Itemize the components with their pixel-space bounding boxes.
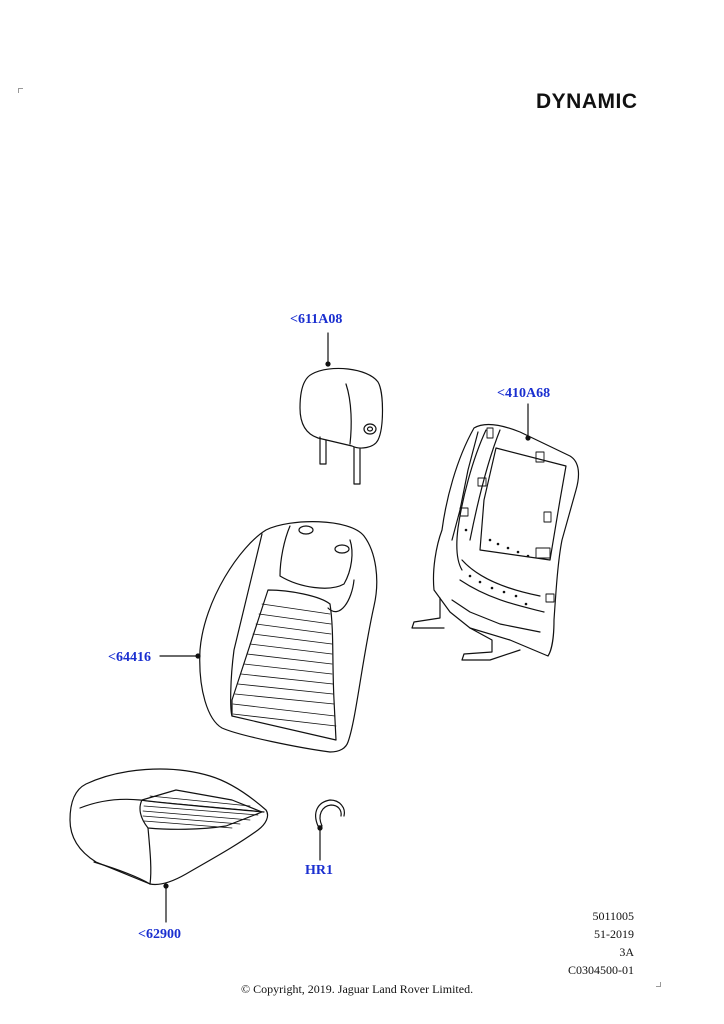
page-title: DYNAMIC: [536, 90, 638, 113]
reference-line-2: 51-2019: [594, 927, 634, 941]
hog-ring-part[interactable]: [315, 799, 345, 827]
backrest-cover-part[interactable]: [199, 521, 378, 753]
reference-line-3: 3A: [619, 945, 634, 959]
callout-hog-ring[interactable]: HR1: [305, 863, 333, 878]
callout-headrest[interactable]: <611A08: [290, 312, 343, 327]
back-panel-part[interactable]: [411, 423, 580, 661]
callout-back-panel[interactable]: <410A68: [497, 386, 551, 401]
crop-mark-top-left: [18, 88, 23, 93]
reference-line-4: C0304500-01: [568, 963, 634, 977]
cushion-cover-part[interactable]: [69, 768, 269, 886]
headrest-part[interactable]: [299, 367, 384, 485]
copyright-notice: © Copyright, 2019. Jaguar Land Rover Lim…: [241, 982, 474, 996]
diagram-reference-block: 5011005 51-2019 3A C0304500-01: [568, 907, 634, 979]
reference-line-1: 5011005: [592, 909, 634, 923]
crop-mark-bottom-right: [656, 982, 661, 987]
callout-cushion-cover[interactable]: <62900: [138, 927, 181, 942]
callout-backrest-cover[interactable]: <64416: [108, 650, 151, 665]
